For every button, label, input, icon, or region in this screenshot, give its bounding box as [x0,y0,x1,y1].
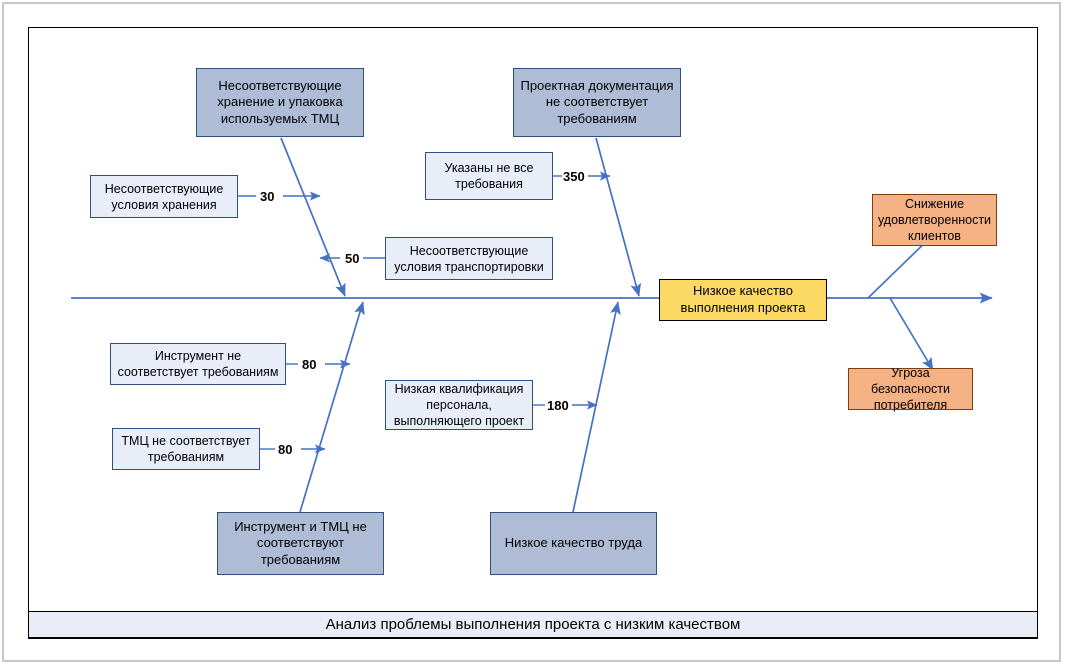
cause-node-transport-conditions-label: Несоответствующие условия транспортировк… [394,243,544,274]
cause-node-storage-packaging-label: Несоответствующие хранение и упаковка ис… [217,77,343,126]
cause-node-tool-nonconforming[interactable]: Инструмент не соответствует требованиям [110,343,286,385]
cause-node-tool-and-tmc[interactable]: Инструмент и ТМЦ не соответствуют требов… [217,512,384,575]
cause-node-transport-conditions[interactable]: Несоответствующие условия транспортировк… [385,237,553,280]
consequence-node-consumer-safety-label: Угроза безопасности потребителя [870,366,951,412]
quantity-label-requirements-incomplete: 350 [562,169,586,184]
main-effect-node[interactable]: Низкое качество выполнения проекта [659,279,827,321]
cause-node-personnel-qualification[interactable]: Низкая квалификация персонала, выполняющ… [385,380,533,430]
consequence-node-consumer-safety[interactable]: Угроза безопасности потребителя [848,366,973,412]
cause-node-project-documentation-label: Проектная документация не соответствует … [520,77,674,126]
quantity-label-personnel-qualification: 180 [546,398,570,413]
cause-node-storage-packaging[interactable]: Несоответствующие хранение и упаковка ис… [196,68,364,137]
cause-node-low-labour-quality-label: Низкое качество труда [504,535,643,551]
diagram-caption-bar: Анализ проблемы выполнения проекта с низ… [29,611,1037,638]
cause-node-low-labour-quality[interactable]: Низкое качество труда [490,512,657,575]
cause-node-storage-conditions[interactable]: Несоответствующие условия хранения [90,175,238,218]
cause-node-tool-nonconforming-label: Инструмент не соответствует требованиям [117,349,279,379]
consequence-node-customer-satisfaction[interactable]: Снижение удовлетворенности клиентов [872,194,997,246]
cause-node-project-documentation[interactable]: Проектная документация не соответствует … [513,68,681,137]
main-effect-label: Низкое качество выполнения проекта [680,283,806,315]
quantity-label-tmc-nonconforming: 80 [277,442,294,457]
quantity-label-storage-conditions: 30 [259,189,276,204]
consequence-node-customer-satisfaction-label: Снижение удовлетворенности клиентов [877,197,992,243]
cause-node-tmc-nonconforming-label: ТМЦ не соответствует требованиям [121,434,251,464]
diagram-caption-text: Анализ проблемы выполнения проекта с низ… [325,616,741,633]
cause-node-tool-and-tmc-label: Инструмент и ТМЦ не соответствуют требов… [234,518,367,567]
quantity-label-tool-nonconforming: 80 [301,357,318,372]
cause-node-requirements-incomplete-label: Указаны не все требования [444,161,534,191]
cause-node-tmc-nonconforming[interactable]: ТМЦ не соответствует требованиям [112,428,260,470]
cause-node-personnel-qualification-label: Низкая квалификация персонала, выполняющ… [393,382,525,428]
cause-node-requirements-incomplete[interactable]: Указаны не все требования [425,152,553,200]
quantity-label-transport-conditions: 50 [344,251,361,266]
cause-node-storage-conditions-label: Несоответствующие условия хранения [104,181,224,212]
